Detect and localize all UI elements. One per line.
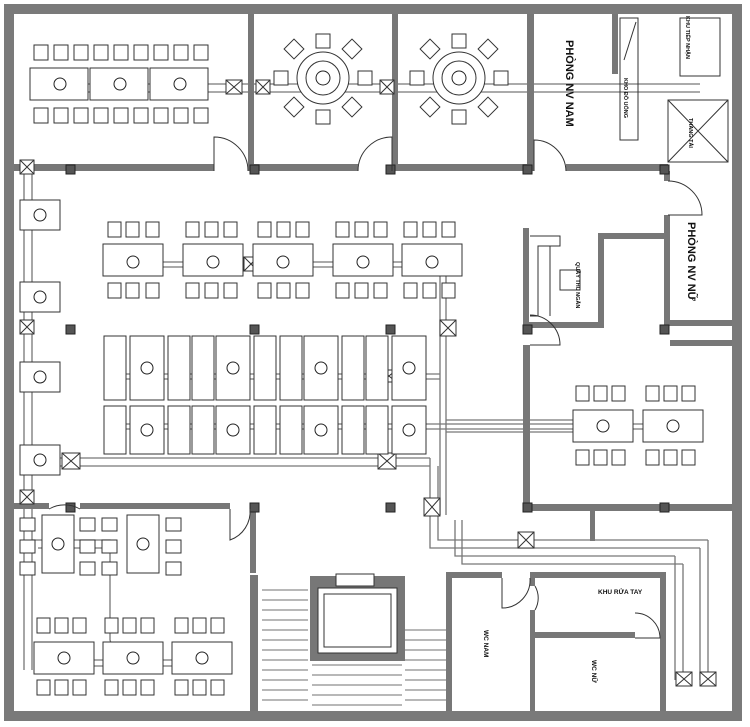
chair-row [107,282,456,299]
damper [255,79,271,95]
chair-row [575,449,696,466]
damper [699,671,717,687]
damper [675,671,693,687]
label-staff-room-female: PHÒNG NV NỮ [685,222,698,302]
damper [439,319,457,337]
reception-area [619,17,729,163]
elevator-shaft [310,573,405,661]
damper [19,319,35,335]
damper [61,452,81,470]
staircase [262,589,446,706]
booth-row-lower [103,405,427,455]
dining-table [332,243,394,277]
columns [65,164,670,513]
interior-walls [14,14,732,711]
label-cashier: QUẦY THU NGÂN [574,262,581,308]
damper [377,452,397,470]
label-handwash-area: KHU RỬA TAY [598,587,643,596]
dining-booths [103,335,427,455]
dining-right [572,385,704,466]
damper [423,497,441,517]
dining-central-upper [102,221,463,299]
vip-room-2 [409,33,509,125]
dining-table [182,243,244,277]
reception-desk [679,17,721,77]
dining-table [102,641,164,675]
vip-room-1 [273,33,373,125]
label-wc-male: WC NAM [482,630,489,657]
dining-room-top-left [29,44,209,124]
cashier-counter [530,235,581,317]
chair-row [575,385,696,402]
damper [19,159,35,175]
dining-table [401,243,463,277]
booth-row-upper [103,335,427,401]
chair-row [107,221,456,238]
dining-table [171,641,233,675]
damper [225,79,243,95]
label-freight-elevator: THANG TẢI [687,118,694,148]
damper [517,531,535,549]
label-staff-room-male: PHÒNG NV NAM [563,40,576,127]
left-wall-units [19,199,61,476]
dining-table [29,67,89,101]
ceiling-fixtures [33,70,680,665]
chair-row-bottom [33,107,209,124]
chair-column [19,517,182,576]
dining-table [102,243,164,277]
dining-table [642,409,704,443]
dining-table [89,67,149,101]
dining-table [252,243,314,277]
label-beverage-storage: KHO ĐỒ UỐNG [622,78,629,118]
dining-bottom-left [19,514,233,696]
dining-table [572,409,634,443]
beverage-shelf [619,17,639,141]
label-wc-female: WC NỮ [590,660,599,683]
chair-row [36,679,225,696]
elevator-box [667,99,729,163]
damper [19,489,35,505]
dining-table [126,514,160,574]
chair-row [36,617,225,634]
dining-table [33,641,95,675]
dampers [19,79,717,687]
dining-table [149,67,209,101]
room-labels: PHÒNG NV NAM PHÒNG NV NỮ KHU TIẾP NHẬN K… [482,16,698,683]
chair-row-top [33,44,209,61]
dining-table [41,514,75,574]
damper [379,79,395,95]
label-reception: KHU TIẾP NHẬN [684,16,691,59]
